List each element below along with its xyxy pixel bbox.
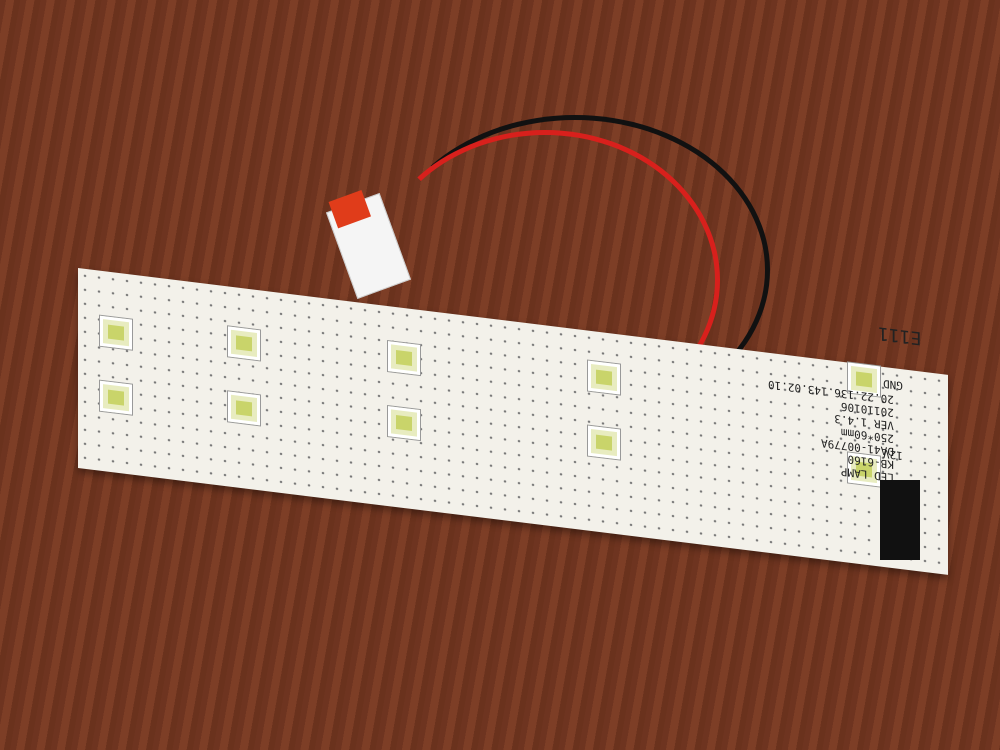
led bbox=[100, 380, 132, 415]
led bbox=[100, 315, 132, 350]
black-wire bbox=[380, 115, 770, 425]
led bbox=[588, 425, 620, 460]
led bbox=[388, 406, 420, 440]
board-code: E111 bbox=[878, 322, 922, 349]
board-info-text: LED LAMP KB-6160 DA41-00779A 250*60mm VE… bbox=[768, 377, 894, 485]
led bbox=[228, 326, 260, 361]
led bbox=[388, 341, 420, 375]
12v-label: 12V bbox=[883, 446, 903, 463]
soldering-arrow-icon bbox=[880, 480, 920, 560]
gnd-label: GND bbox=[883, 376, 903, 393]
red-wire bbox=[370, 130, 720, 430]
led bbox=[588, 360, 620, 395]
led bbox=[228, 391, 260, 426]
